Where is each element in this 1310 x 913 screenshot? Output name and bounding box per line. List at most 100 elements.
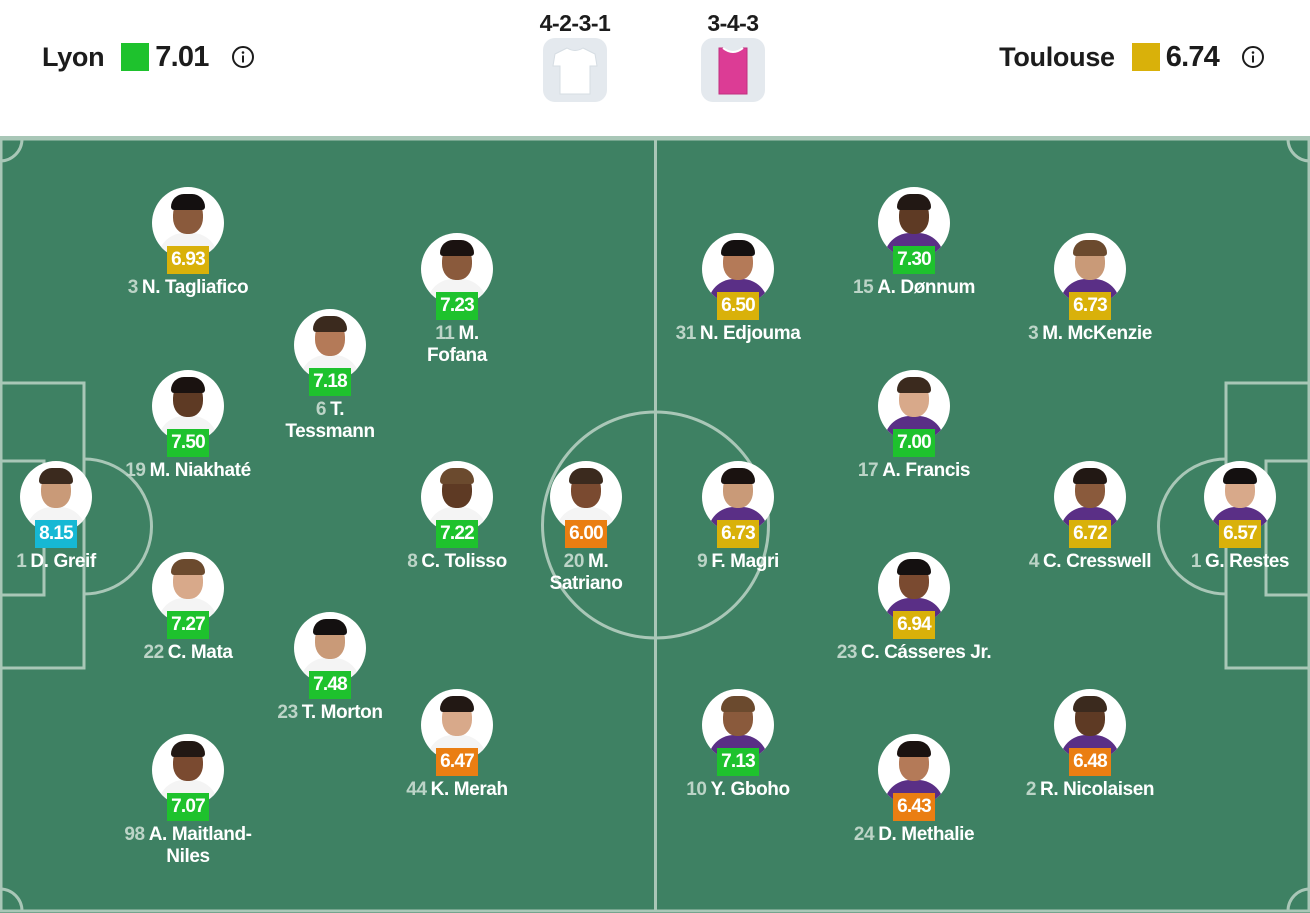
player-rating: 7.50: [167, 429, 209, 457]
player-rating: 6.57: [1219, 520, 1261, 548]
player-number: 4: [1028, 551, 1040, 572]
player-rating: 7.48: [309, 671, 351, 699]
player-rating: 7.30: [893, 246, 935, 274]
player-name: Tessmann: [285, 421, 375, 442]
player-name: Satriano: [549, 573, 623, 594]
player-rating: 6.94: [893, 611, 935, 639]
player-photo: [1054, 233, 1126, 305]
player-number: 17: [857, 460, 879, 481]
player-rating: 6.47: [436, 748, 478, 776]
player-number: 22: [143, 642, 164, 663]
player-number: 10: [686, 779, 707, 800]
away-rating-swatch: [1131, 43, 1160, 71]
player-rating: 6.73: [1069, 292, 1111, 320]
lineup-header: Lyon 7.01 4-2-3-1 3-4-3 Toulouse 6.74: [0, 0, 1310, 136]
player-rating: 7.00: [893, 429, 935, 457]
player-rating: 7.22: [436, 520, 478, 548]
player-number: 6: [315, 399, 327, 420]
player-number: 2: [1025, 779, 1037, 800]
away-team-rating: 6.74: [1165, 40, 1220, 73]
player-rating: 7.13: [717, 748, 759, 776]
player-rating: 8.15: [35, 520, 77, 548]
player-rating: 6.00: [565, 520, 607, 548]
player-rating: 7.07: [167, 793, 209, 821]
home-team-summary: Lyon 7.01: [42, 37, 256, 77]
player-rating: 7.27: [167, 611, 209, 639]
player-rating: 6.50: [717, 292, 759, 320]
info-icon[interactable]: [1240, 44, 1266, 70]
home-shirt-icon[interactable]: [543, 38, 607, 102]
home-formation: 4-2-3-1: [539, 10, 611, 36]
player-number: 1: [1190, 551, 1202, 572]
player-number: 31: [675, 323, 697, 344]
home-team-rating: 7.01: [155, 40, 209, 73]
home-team-name: Lyon: [42, 41, 105, 72]
player-number: 19: [125, 460, 146, 481]
player-name: Fofana: [427, 345, 487, 366]
player-number: 9: [697, 551, 708, 572]
away-shirt-icon[interactable]: [701, 38, 765, 102]
player-number: 24: [853, 824, 875, 845]
player-number: 23: [836, 642, 858, 663]
player-rating: 6.72: [1069, 520, 1111, 548]
player-number: 20: [563, 551, 585, 572]
player-number: 15: [852, 277, 874, 298]
player-number: 3: [1028, 323, 1039, 344]
player-name: Niles: [166, 846, 210, 867]
player-photo: [702, 233, 774, 305]
player-rating: 6.93: [167, 246, 209, 274]
info-icon[interactable]: [230, 44, 256, 70]
player-number: 11: [435, 323, 455, 344]
away-team-name: Toulouse: [999, 41, 1115, 72]
away-team-summary: Toulouse 6.74: [999, 37, 1266, 77]
player-number: 8: [407, 551, 418, 572]
player-rating: 6.48: [1069, 748, 1111, 776]
player-rating: 6.73: [717, 520, 759, 548]
player-number: 1: [16, 551, 27, 572]
player-rating: 7.23: [436, 292, 478, 320]
